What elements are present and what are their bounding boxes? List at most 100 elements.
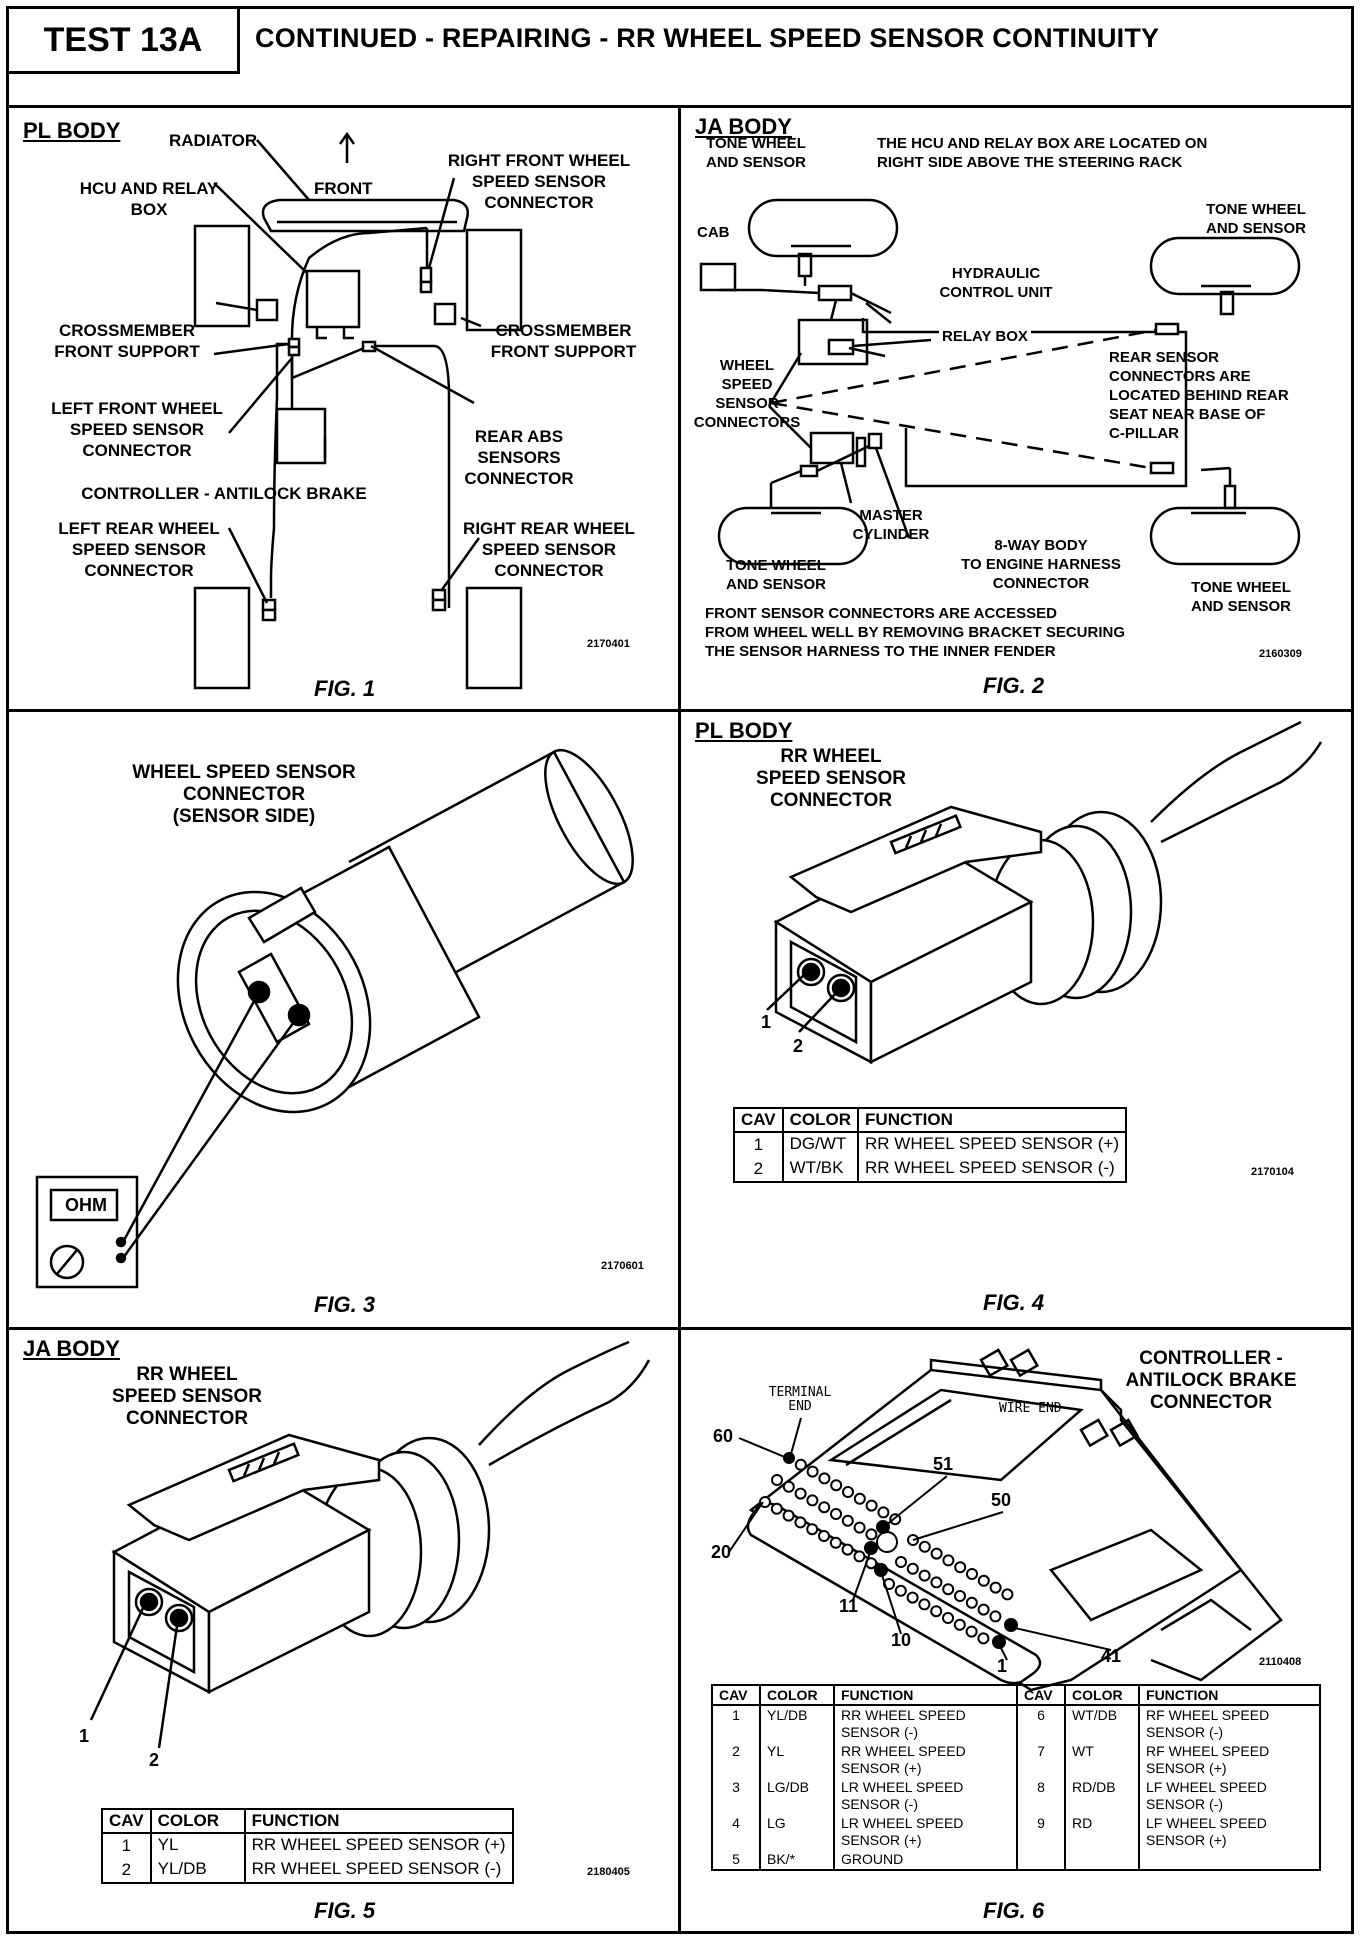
fig1-panel: PL BODY [9,108,678,709]
page-title: CONTINUED - REPAIRING - RR WHEEL SPEED S… [255,23,1160,53]
fig4-diagram [766,720,1323,1065]
fig2-caption: FIG. 2 [983,673,1045,698]
fig2-front-note: FRONT SENSOR CONNECTORS ARE ACCESSED FRO… [705,605,1126,660]
fig2-relay-label: RELAY BOX [939,326,1031,347]
fig2-wheel-connectors-label: WHEEL SPEED SENSOR CONNECTORS [693,357,801,431]
fig2-eight-way-label: 8-WAY BODY TO ENGINE HARNESS CONNECTOR [961,537,1121,592]
fig6-caption: FIG. 6 [983,1898,1045,1923]
connector-pin [841,1514,854,1527]
fig2-hcu-label: HYDRAULIC CONTROL UNIT [939,265,1053,301]
fig6-diagram [746,1348,1283,1692]
connector-pin [818,1472,831,1485]
leader-line [912,1511,1004,1541]
connector-pin [918,1569,931,1582]
connector-pin [877,1506,890,1519]
connector-pin [782,1509,795,1522]
fig4-th-cav: CAV [733,1107,784,1133]
fig1-rear-abs-label: REAR ABS SENSORS CONNECTOR [464,427,574,488]
leader-line [884,1475,948,1527]
fig6-pin-1-label: 1 [997,1656,1008,1676]
connector-pin [783,1452,795,1464]
connector-pin [782,1480,795,1493]
connector-pin [977,1632,990,1645]
fig5-panel: JA BODY RR WHEEL SPEED SENSOR CONNECTOR … [9,1330,678,1930]
connector-pin [1004,1618,1018,1632]
fig4-th-function: FUNCTION [857,1107,1127,1133]
fig2-diagram [699,198,1301,566]
leader-line [852,1549,872,1601]
connector-pin [954,1561,967,1574]
row-divider-1 [9,709,1351,712]
fig1-section: PL BODY [23,118,121,143]
fig4-panel: PL BODY RR WHEEL SPEED SENSOR CONNECTOR [681,712,1351,1327]
fig5-title: RR WHEEL SPEED SENSOR CONNECTOR [112,1364,262,1429]
fig5-th-color: COLOR [149,1808,246,1834]
column-divider [678,105,681,1931]
fig6-panel: CONTROLLER - ANTILOCK BRAKE CONNECTOR TE [681,1330,1351,1930]
table-row: 1 DG/WT RR WHEEL SPEED SENSOR (+) [733,1132,1127,1157]
fig6-title: CONTROLLER - ANTILOCK BRAKE CONNECTOR [1125,1348,1297,1413]
header: TEST 13A CONTINUED - REPAIRING - RR WHEE… [9,9,1351,108]
connector-pin [942,1612,954,1624]
connector-pin [806,1465,819,1478]
connector-pin [806,1523,819,1536]
fig2-tone-br-label: TONE WHEEL AND SENSOR [1190,579,1291,615]
connector-pin [830,1508,842,1520]
fig5-th-cav: CAV [101,1808,152,1834]
fig6-th-color-2: COLOR [1064,1684,1141,1706]
connector-pin [895,1556,907,1568]
leader-line [1014,1627,1112,1651]
fig1-caption: FIG. 1 [314,676,376,701]
fig4-table: CAV COLOR FUNCTION 1 DG/WT RR WHEEL SPEE… [733,1107,1127,1183]
fig5-diagram [89,1340,651,1749]
connector-pin [953,1618,966,1631]
connector-pin [894,1584,907,1597]
fig1-rr-connector-label: RIGHT REAR WHEEL SPEED SENSOR CONNECTOR [463,519,635,580]
fig5-ref: 2180405 [587,1866,630,1878]
fig6-pin-array [728,1417,1112,1661]
connector-pin [853,1492,866,1505]
connector-pin [906,1562,919,1575]
fig6-pin-10-label: 10 [891,1630,912,1650]
connector-pin [965,1625,978,1638]
connector-pin [829,1536,842,1549]
connector-pin [853,1550,866,1563]
connector-pin [865,1499,878,1512]
table-row: 1 YL RR WHEEL SPEED SENSOR (+) [101,1833,514,1858]
connector-pin [989,1581,1002,1594]
fig4-caption: FIG. 4 [983,1290,1045,1315]
connector-pin [977,1603,990,1616]
fig3-meter-label: OHM [65,1195,107,1215]
fig1-diagram [193,131,523,690]
connector-pin [771,1474,783,1486]
connector-pin [853,1521,866,1534]
fig2-tone-bl-label: TONE WHEEL AND SENSOR [725,557,826,593]
table-row: 2 WT/BK RR WHEEL SPEED SENSOR (-) [733,1157,1127,1183]
fig6-ref: 2110408 [1259,1656,1302,1668]
fig6-th-function-1: FUNCTION [832,1684,1019,1706]
fig3-caption: FIG. 3 [314,1292,376,1317]
fig4-pin-1-label: 1 [761,1012,772,1032]
fig6-th-function-2: FUNCTION [1138,1684,1321,1706]
fig1-hcu-label: HCU AND RELAY BOX [79,179,219,219]
leader-line [738,1437,788,1459]
fig2-cab-label: CAB [697,224,730,241]
connector-pin [874,1563,888,1577]
leader-line [880,1571,902,1635]
row-divider-2 [9,1327,1351,1330]
fig2-section: JA BODY [695,114,792,139]
fig6-th-cav-1: CAV [711,1684,761,1706]
fig5-pin-2-label: 2 [149,1750,160,1770]
connector-pin [842,1486,854,1498]
connector-pin [818,1501,831,1514]
fig1-crossmember-right-label: CROSSMEMBER FRONT SUPPORT [490,321,637,361]
fig2-tone-tl-label: TONE WHEEL AND SENSOR [705,135,806,171]
fig5-pin-1-label: 1 [79,1726,90,1746]
connector-pin [992,1635,1006,1649]
fig5-section: JA BODY [23,1336,120,1361]
fig1-ref: 2170401 [587,638,630,650]
fig4-title: RR WHEEL SPEED SENSOR CONNECTOR [756,746,906,811]
